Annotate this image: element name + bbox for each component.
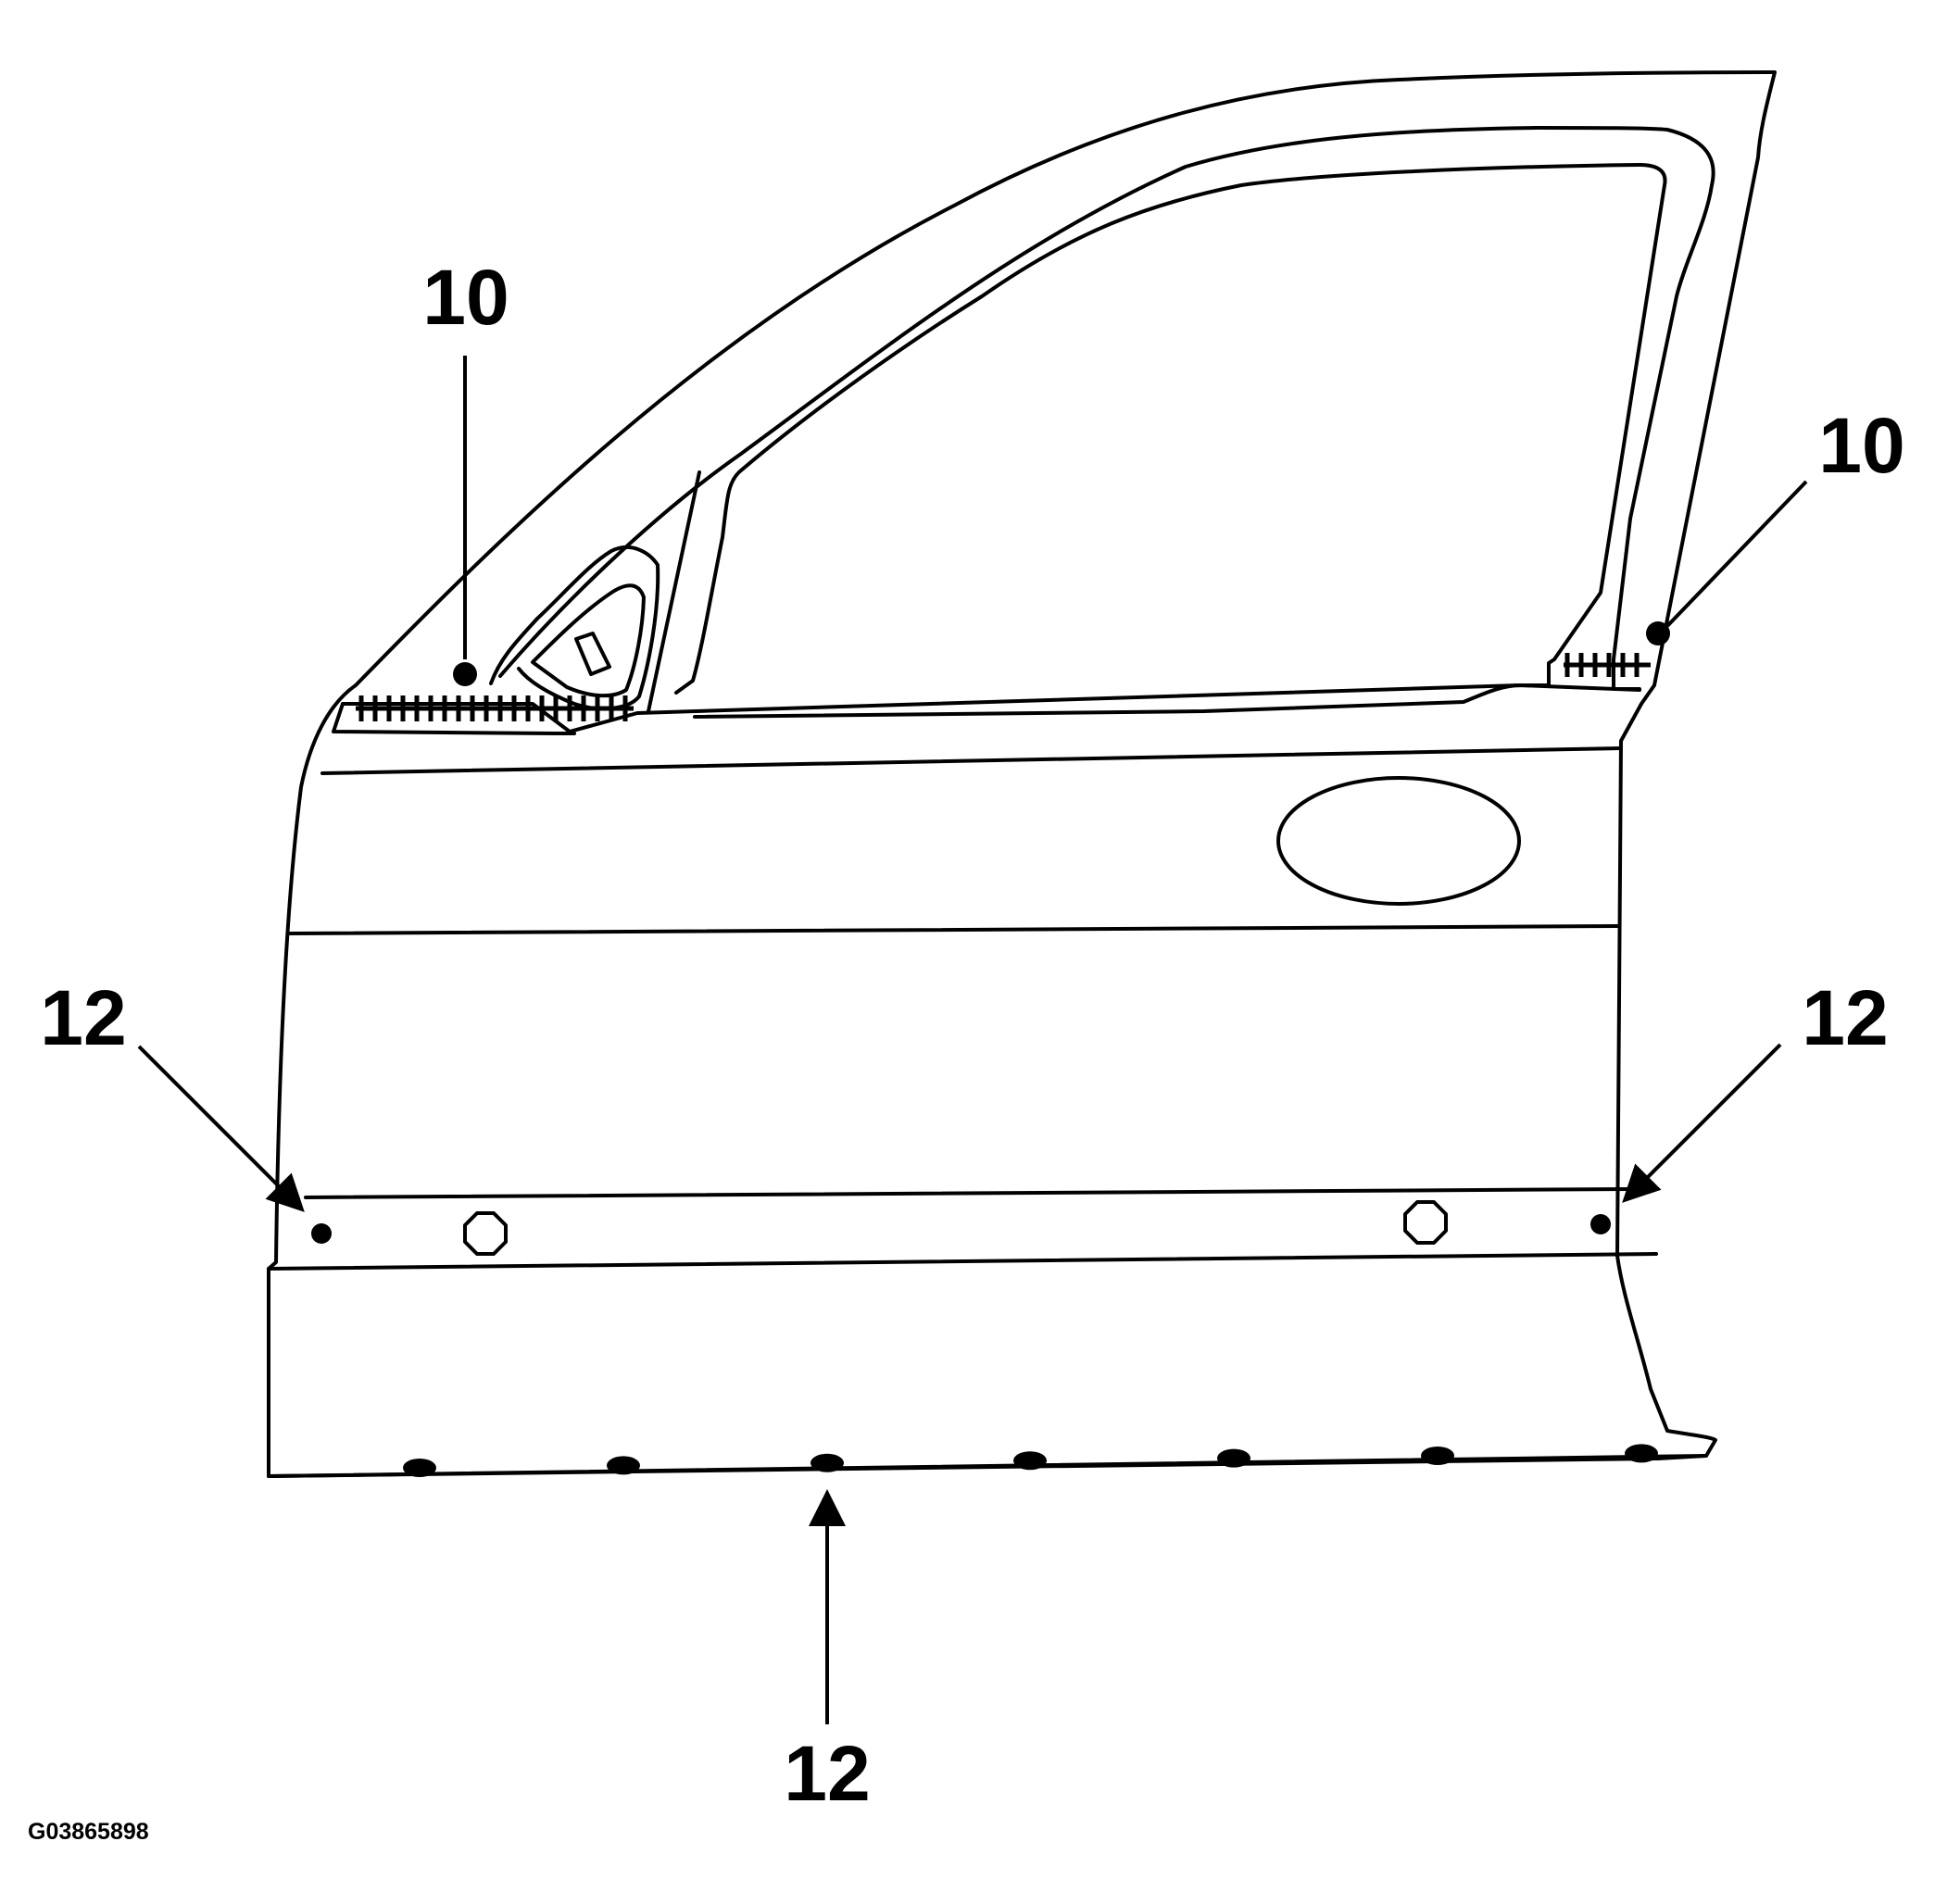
lower-strip-top [304, 1187, 1632, 1199]
leader-b-pillar [1665, 480, 1808, 628]
hem-weld-spot [1625, 1444, 1658, 1463]
figure-id: G03865898 [28, 1819, 149, 1845]
hem-weld-spot [403, 1459, 436, 1477]
body-crease-line [287, 924, 1619, 935]
leader-lower-right [1622, 1043, 1782, 1203]
hem-weld-spots [403, 1444, 1658, 1477]
hem-weld-spot [1013, 1451, 1047, 1471]
weld-spot-lower-right [1590, 1214, 1611, 1234]
mirror-sail-inner [531, 583, 646, 698]
callout-a-pillar: 10 [422, 254, 509, 341]
a-pillar-weld-hatch [356, 695, 634, 721]
hem-weld-spot [1421, 1447, 1454, 1465]
access-hole-right [1403, 1200, 1448, 1245]
access-hole-left [463, 1211, 508, 1256]
hem-flange-edge [267, 1454, 1708, 1478]
handle-recess [1276, 776, 1521, 906]
a-pillar-channel [647, 470, 701, 713]
mirror-sail-outline [489, 545, 660, 711]
weld-spot-b-pillar [1646, 621, 1670, 645]
door-inner-frame-outline [498, 126, 1715, 691]
b-pillar-weld-hatch [1564, 653, 1651, 677]
door-outer-outline [267, 70, 1777, 1478]
hem-weld-spot [1217, 1448, 1250, 1468]
hem-weld-spot [607, 1456, 640, 1475]
leader-lower-left [137, 1045, 305, 1212]
weld-spot-a-pillar [453, 662, 477, 686]
belt-line-lower [332, 702, 576, 735]
callout-lower-right: 12 [1802, 974, 1888, 1061]
callout-b-pillar: 10 [1818, 402, 1904, 489]
callout-lower-left: 12 [40, 974, 126, 1061]
mirror-mount-slot [574, 632, 611, 676]
weld-spot-lower-left [311, 1223, 332, 1244]
lower-strip-bottom [267, 1252, 1658, 1271]
hem-weld-spot [810, 1453, 844, 1472]
belt-molding-line [320, 746, 1623, 775]
window-glass-outline [674, 163, 1667, 719]
callout-bottom-edge: 12 [784, 1730, 870, 1817]
